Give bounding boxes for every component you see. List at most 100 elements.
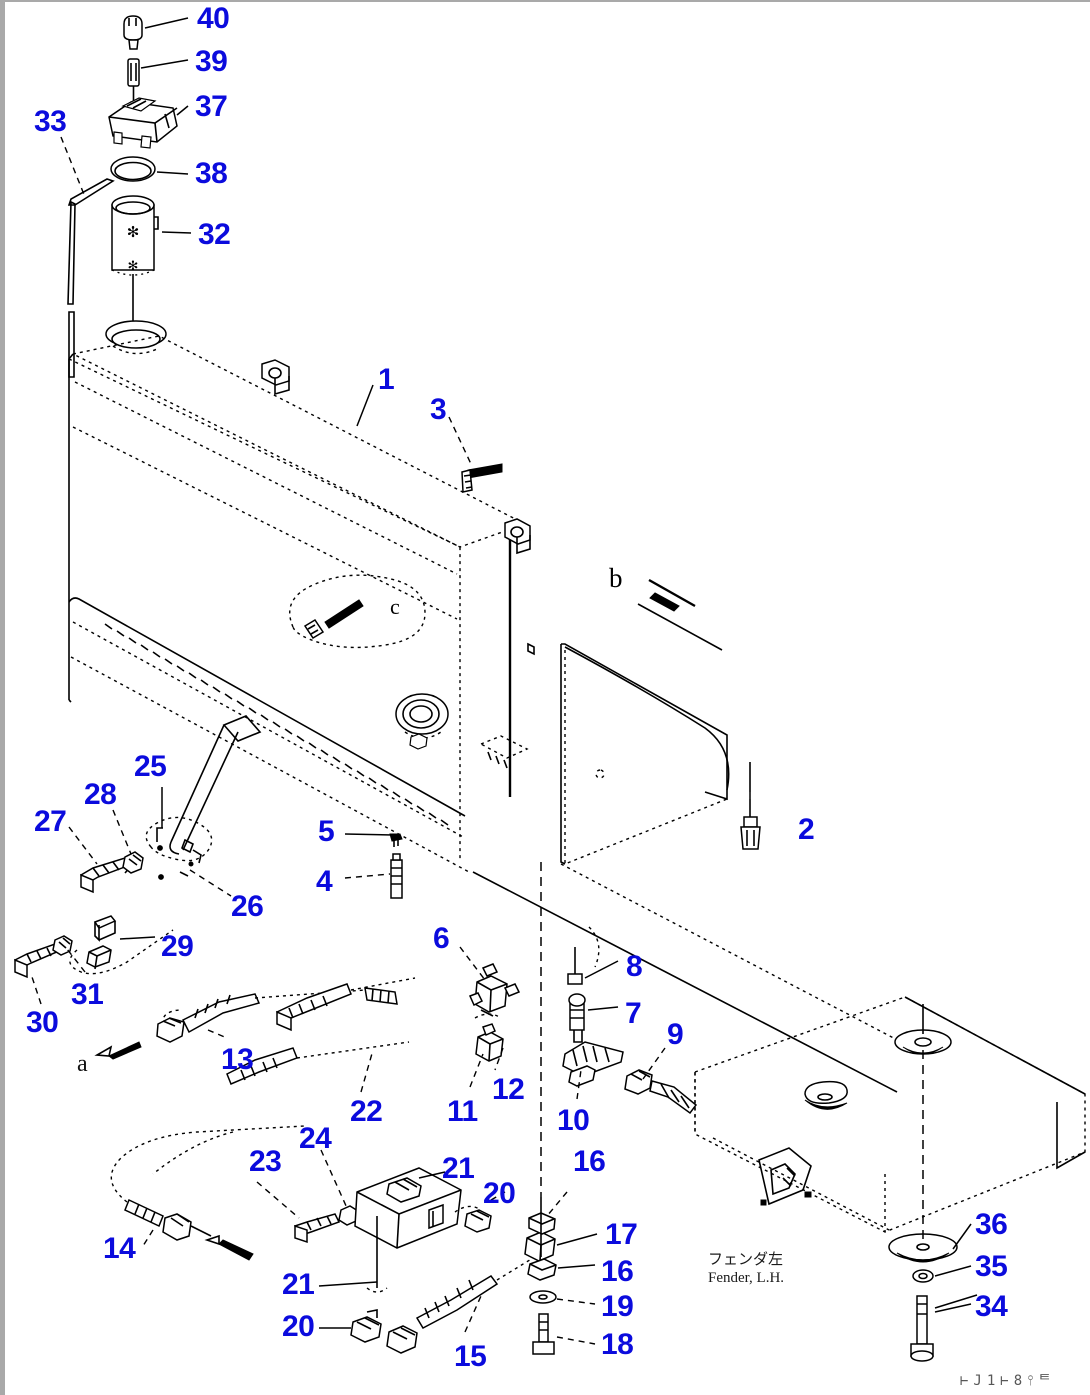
- part-29-bracket: [86, 915, 117, 970]
- part-1-fuel-tank: c b: [68, 335, 906, 1093]
- part-27-fitting: [79, 857, 133, 894]
- callout-9: 9: [667, 1018, 684, 1051]
- callout-20-upper: 20: [483, 1177, 516, 1210]
- callout-15: 15: [454, 1340, 487, 1373]
- part-40-knob: [123, 15, 143, 50]
- callout-21-lower: 21: [282, 1268, 315, 1301]
- part-38-oring: [110, 156, 156, 182]
- part-26-plate: [145, 816, 213, 880]
- callout-16-lower: 16: [601, 1255, 634, 1288]
- callout-16-upper: 16: [573, 1145, 606, 1178]
- callout-1: 1: [378, 363, 395, 396]
- callout-40: 40: [197, 2, 230, 35]
- callout-25: 25: [134, 750, 167, 783]
- callout-38: 38: [195, 157, 228, 190]
- callout-3: 3: [430, 393, 447, 426]
- part-20-nut-a: [454, 1205, 492, 1233]
- part-5-clip: [389, 833, 403, 847]
- part-7-connector: [568, 993, 586, 1043]
- callout-19: 19: [601, 1290, 634, 1323]
- callout-24: 24: [299, 1122, 332, 1155]
- tank-detail-plate: [479, 735, 529, 769]
- tank-port: [395, 693, 449, 750]
- drawing-code-watermark: ⊢J1⊢8⫯ᄐ: [960, 1373, 1057, 1389]
- part-6-tee-fitting: [468, 963, 521, 1017]
- svg-text:✻: ✻: [128, 259, 139, 274]
- tank-top-bracket: [261, 359, 290, 396]
- part-16-bottom-nut: [527, 1258, 557, 1281]
- fender-pad: [804, 1080, 848, 1110]
- part-16-top-nut: [528, 1212, 556, 1235]
- part-8-bolt: [567, 926, 600, 985]
- part-9-hose-end: [624, 1069, 698, 1115]
- callout-12: 12: [492, 1073, 525, 1106]
- part-23-hose-curve: [152, 1131, 234, 1175]
- callout-10: 10: [557, 1104, 590, 1137]
- part-24-clamp: [294, 1205, 359, 1244]
- part-35-washer-small: [912, 1269, 934, 1283]
- callout-31: 31: [71, 978, 104, 1011]
- callout-5: 5: [318, 815, 335, 848]
- callout-35: 35: [975, 1250, 1008, 1283]
- part-39-pin: [127, 58, 140, 102]
- callout-39: 39: [195, 45, 228, 78]
- fender-annotation-jp: フェンダ左: [708, 1250, 784, 1268]
- callout-11: 11: [447, 1095, 478, 1128]
- part-17-hose-coupler: [524, 1231, 556, 1262]
- callout-6: 6: [433, 922, 450, 955]
- callout-33: 33: [34, 105, 67, 138]
- callout-2: 2: [798, 813, 815, 846]
- part-10-fitting: [562, 1041, 624, 1087]
- callout-23: 23: [249, 1145, 282, 1178]
- part-3-screw: [461, 463, 503, 493]
- fender-top-washer: [894, 1029, 952, 1055]
- callout-13: 13: [221, 1043, 254, 1076]
- callout-32: 32: [198, 218, 231, 251]
- part-2-drain-plug: [740, 799, 761, 850]
- callout-7: 7: [625, 997, 642, 1030]
- part-30-hose-end: [14, 943, 61, 979]
- callout-8: 8: [626, 950, 643, 983]
- part-34-bolt: [910, 1295, 934, 1362]
- part-4-clamp: [390, 853, 403, 899]
- callout-4: 4: [316, 865, 333, 898]
- svg-text:c: c: [390, 594, 400, 619]
- callout-36: 36: [975, 1208, 1008, 1241]
- fender-annotation: フェンダ左 Fender, L.H.: [708, 1250, 784, 1288]
- callout-17: 17: [605, 1218, 638, 1251]
- part-11-elbow: [474, 1013, 504, 1062]
- section-marker-a: a: [77, 1051, 88, 1077]
- part-18-bolt: [532, 1313, 555, 1355]
- diagram-artwork: ✻ ✻: [14, 15, 1086, 1362]
- part-33-rod: [67, 178, 115, 378]
- tank-filler-neck: [105, 320, 167, 355]
- part-22-hose: [226, 977, 416, 1085]
- callout-20-lower: 20: [282, 1310, 315, 1343]
- callout-28: 28: [84, 778, 117, 811]
- part-32-filter: ✻ ✻: [111, 195, 159, 330]
- part-13-hose: [156, 987, 398, 1043]
- part-31-nut: [52, 935, 73, 956]
- fender-plate: [694, 996, 1086, 1233]
- part-25-arm: [169, 715, 262, 855]
- callout-26: 26: [231, 890, 264, 923]
- part-19-washer: [529, 1290, 557, 1304]
- callout-14: 14: [103, 1232, 136, 1265]
- fender-bracket: [758, 1147, 812, 1206]
- part-20-nut-b: [350, 1309, 382, 1343]
- fender-annotation-en: Fender, L.H.: [708, 1269, 785, 1286]
- part-37-cap: [108, 97, 178, 149]
- part-15-hose: [386, 1257, 534, 1354]
- svg-text:b: b: [609, 563, 623, 593]
- callout-21-upper: 21: [442, 1152, 475, 1185]
- tank-mid-bracket: [504, 518, 531, 555]
- callout-22: 22: [350, 1095, 383, 1128]
- callout-29: 29: [161, 930, 194, 963]
- tank-gauge-recess: c: [289, 574, 426, 649]
- callout-18: 18: [601, 1328, 634, 1361]
- callout-34: 34: [975, 1290, 1008, 1323]
- callout-37: 37: [195, 90, 228, 123]
- part-28-bolt: [122, 851, 144, 874]
- part-36-washer: [888, 1233, 958, 1263]
